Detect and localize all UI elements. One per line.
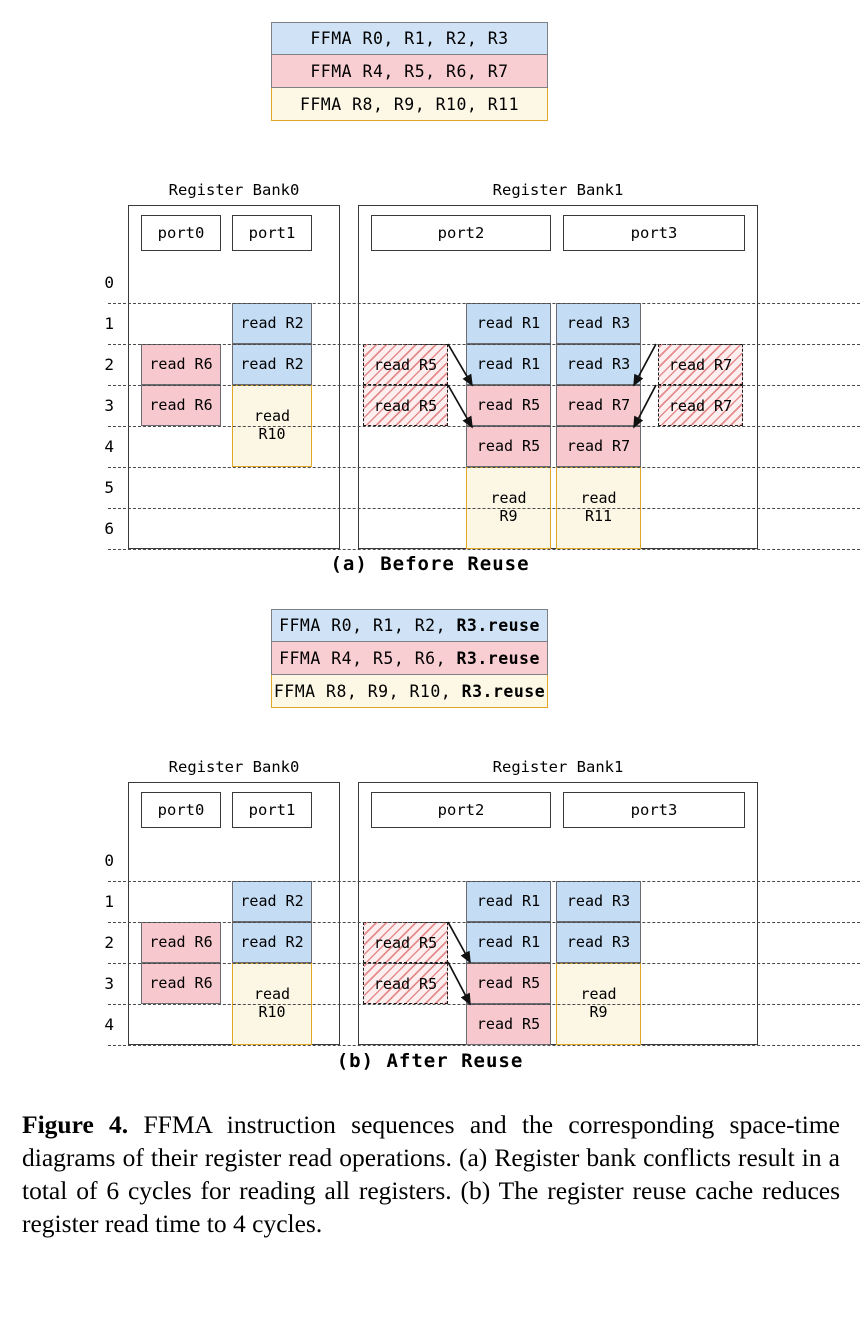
ghost-read-cell-left: read R5 bbox=[363, 963, 448, 1004]
port-box-port1: port1 bbox=[232, 792, 312, 828]
cycle-divider bbox=[108, 881, 860, 882]
read-cell-port3: read R3 bbox=[556, 344, 641, 385]
panel-b-instruction-list: FFMA R0, R1, R2, R3.reuse FFMA R4, R5, R… bbox=[271, 609, 548, 708]
read-cell-port3: read R7 bbox=[556, 385, 641, 426]
instruction-row: FFMA R0, R1, R2, R3 bbox=[271, 22, 548, 55]
bank1-title: Register Bank1 bbox=[492, 181, 624, 199]
ghost-read-cell-right: read R7 bbox=[658, 385, 743, 426]
cycle-label: 3 bbox=[104, 395, 114, 415]
read-cell-port3: read R7 bbox=[556, 426, 641, 467]
ghost-read-cell-left: read R5 bbox=[363, 385, 448, 426]
instruction-reuse-flag: R3.reuse bbox=[456, 616, 540, 635]
figure-caption: Figure 4. FFMA instruction sequences and… bbox=[22, 1108, 840, 1241]
bank1-title: Register Bank1 bbox=[492, 758, 624, 776]
cycle-divider bbox=[108, 1045, 860, 1046]
instruction-row: FFMA R4, R5, R6, R7 bbox=[271, 55, 548, 88]
figure-caption-text: FFMA instruction sequences and the corre… bbox=[22, 1110, 840, 1239]
read-cell-port2: read R5 bbox=[466, 1004, 551, 1045]
read-cell-port0: read R6 bbox=[141, 922, 221, 963]
cycle-divider bbox=[108, 549, 860, 550]
read-cell-port3: read R3 bbox=[556, 303, 641, 344]
cycle-divider bbox=[108, 344, 860, 345]
instruction-prefix: FFMA R4, R5, R6, bbox=[279, 648, 457, 668]
cycle-divider bbox=[108, 303, 860, 304]
bank0-title: Register Bank0 bbox=[168, 181, 300, 199]
read-cell-port2: read R5 bbox=[466, 385, 551, 426]
panel-b-subcaption: (b) After Reuse bbox=[336, 1050, 524, 1072]
bank0-box bbox=[128, 205, 340, 549]
port-box-port2: port2 bbox=[371, 792, 551, 828]
instruction-reuse-flag: R3.reuse bbox=[456, 648, 540, 668]
panel-a-subcaption: (a) Before Reuse bbox=[330, 553, 530, 575]
cycle-divider bbox=[108, 385, 860, 386]
read-cell-port1: read R2 bbox=[232, 922, 312, 963]
read-cell-port2: read R1 bbox=[466, 303, 551, 344]
bank0-title: Register Bank0 bbox=[168, 758, 300, 776]
cycle-label: 2 bbox=[104, 932, 114, 952]
read-cell-port2: read R5 bbox=[466, 963, 551, 1004]
ghost-read-cell-right: read R7 bbox=[658, 344, 743, 385]
cycle-label: 0 bbox=[104, 272, 114, 292]
port-box-port0: port0 bbox=[141, 215, 221, 251]
instruction-prefix: FFMA R0, R1, R2, bbox=[279, 616, 457, 635]
read-cell-port1: read R2 bbox=[232, 881, 312, 922]
panel-a-instruction-list: FFMA R0, R1, R2, R3 FFMA R4, R5, R6, R7 … bbox=[271, 22, 548, 121]
cycle-divider bbox=[108, 426, 860, 427]
cycle-label: 1 bbox=[104, 891, 114, 911]
instruction-prefix: FFMA R8, R9, R10, bbox=[273, 681, 462, 701]
read-cell-port1: read R2 bbox=[232, 303, 312, 344]
cycle-divider bbox=[108, 922, 860, 923]
ghost-read-cell-left: read R5 bbox=[363, 922, 448, 963]
read-cell-port0: read R6 bbox=[141, 963, 221, 1004]
cycle-label: 1 bbox=[104, 313, 114, 333]
panel-a-diagram: Register Bank0 Register Bank1 port0 port1 po… bbox=[0, 0, 860, 600]
cycle-divider bbox=[108, 467, 860, 468]
read-cell-port2: read R1 bbox=[466, 344, 551, 385]
read-cell-port2: read R1 bbox=[466, 881, 551, 922]
read-cell-port3: read R3 bbox=[556, 881, 641, 922]
port-box-port2: port2 bbox=[371, 215, 551, 251]
cycle-label: 2 bbox=[104, 354, 114, 374]
cycle-label: 5 bbox=[104, 477, 114, 497]
cycle-label: 0 bbox=[104, 850, 114, 870]
cycle-label: 3 bbox=[104, 973, 114, 993]
cycle-label: 4 bbox=[104, 436, 114, 456]
port-box-port0: port0 bbox=[141, 792, 221, 828]
instruction-row: FFMA R8, R9, R10, R11 bbox=[271, 88, 548, 121]
read-cell-port2: read R5 bbox=[466, 426, 551, 467]
port-box-port1: port1 bbox=[232, 215, 312, 251]
panel-b-diagram: Register Bank0 Register Bank1 port0 port1 po… bbox=[104, 758, 860, 1046]
ghost-read-cell-left: read R5 bbox=[363, 344, 448, 385]
instruction-row: FFMA R4, R5, R6, R3.reuse bbox=[271, 642, 548, 675]
cycle-divider bbox=[108, 963, 860, 964]
cycle-label: 6 bbox=[104, 518, 114, 538]
read-cell-port0: read R6 bbox=[141, 344, 221, 385]
cycle-divider bbox=[108, 508, 860, 509]
read-cell-port3: read R3 bbox=[556, 922, 641, 963]
instruction-row: FFMA R8, R9, R10, R3.reuse bbox=[271, 675, 548, 708]
cycle-label: 4 bbox=[104, 1014, 114, 1034]
port-box-port3: port3 bbox=[563, 792, 745, 828]
read-cell-port1: read R2 bbox=[232, 344, 312, 385]
read-cell-port0: read R6 bbox=[141, 385, 221, 426]
port-box-port3: port3 bbox=[563, 215, 745, 251]
instruction-reuse-flag: R3.reuse bbox=[461, 681, 546, 701]
cycle-divider bbox=[108, 1004, 860, 1005]
figure-caption-label: Figure 4. bbox=[22, 1110, 129, 1139]
instruction-row: FFMA R0, R1, R2, R3.reuse bbox=[271, 609, 548, 642]
